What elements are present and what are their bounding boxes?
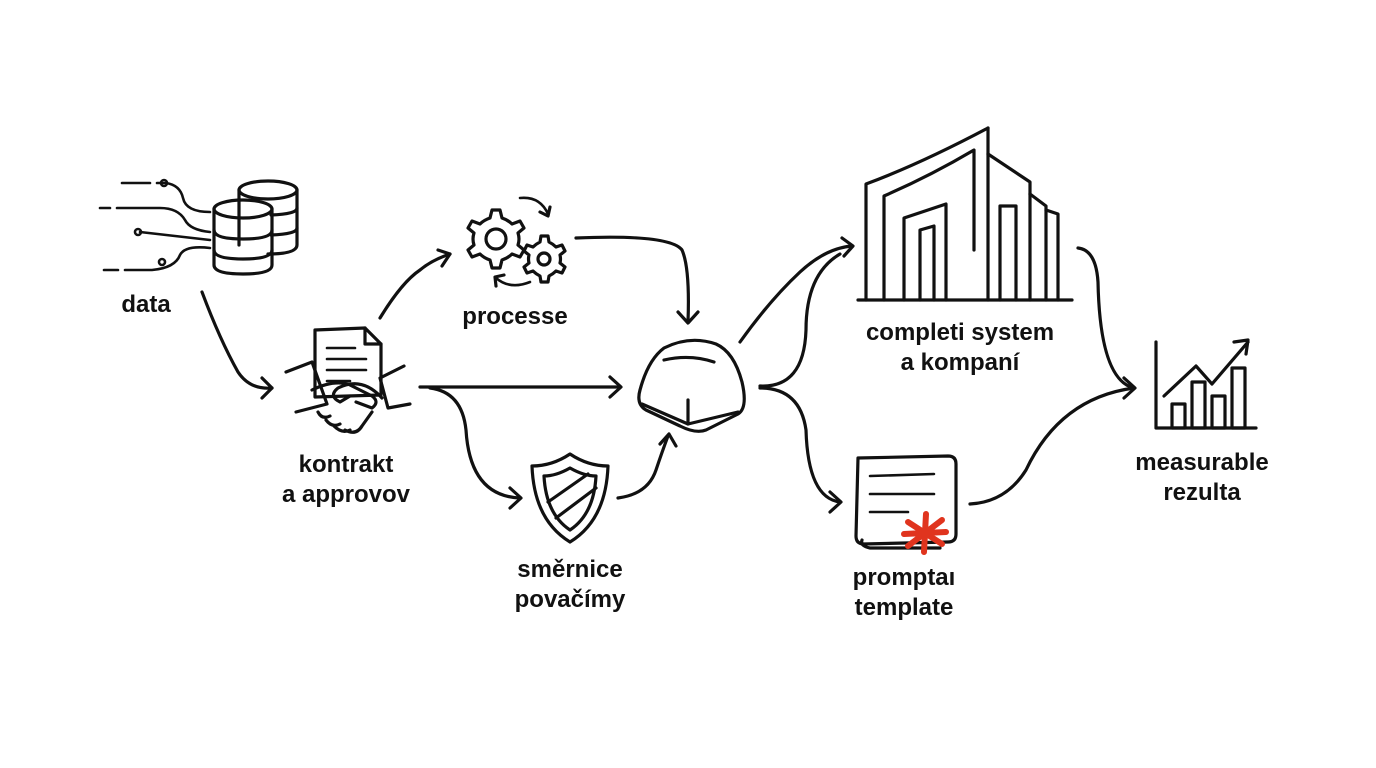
arrow-contract-to-processes bbox=[378, 252, 452, 320]
arrow-system-to-results bbox=[1076, 246, 1136, 390]
handshake-document-icon bbox=[284, 326, 412, 434]
label-prompt-line1: promptaı bbox=[852, 564, 956, 591]
key-block-icon bbox=[637, 338, 746, 433]
bar-chart-icon bbox=[1154, 338, 1258, 430]
database-icon bbox=[98, 178, 299, 276]
label-results-line2: rezulta bbox=[1163, 479, 1241, 506]
label-system-line2: a kompaní bbox=[900, 349, 1020, 376]
label-processes: processe bbox=[440, 302, 590, 332]
arrow-core-to-system bbox=[738, 244, 854, 344]
label-processes-text: processe bbox=[462, 303, 568, 330]
label-data: data bbox=[106, 290, 186, 320]
label-contract: kontrakt a approvov bbox=[256, 450, 436, 510]
connectors bbox=[200, 235, 1137, 514]
label-guidelines-line2: povačímy bbox=[514, 586, 626, 613]
arrow-data-to-contract bbox=[200, 290, 274, 390]
label-data-text: data bbox=[121, 291, 171, 318]
arrow-processes-to-core bbox=[574, 235, 690, 324]
label-contract-line1: kontrakt bbox=[298, 451, 394, 478]
asterisk-seal-icon bbox=[901, 511, 949, 555]
label-results: measurable rezulta bbox=[1118, 448, 1286, 508]
arrow-guidelines-to-core bbox=[616, 434, 670, 500]
arrow-prompt-to-results bbox=[968, 386, 1136, 506]
arrow-core-branch bbox=[758, 252, 842, 388]
label-guidelines: směrnice povačímy bbox=[490, 555, 650, 615]
label-system-line1: completi system bbox=[865, 319, 1055, 346]
label-results-line1: measurable bbox=[1135, 449, 1269, 476]
arrow-core-to-prompt bbox=[758, 386, 842, 504]
building-icon bbox=[856, 126, 1074, 302]
gears-icon bbox=[466, 196, 567, 288]
label-guidelines-line1: směrnice bbox=[517, 556, 623, 583]
arrow-contract-to-guidelines bbox=[428, 386, 522, 500]
label-prompt: promptaı template bbox=[838, 563, 970, 623]
certificate-icon bbox=[854, 454, 958, 555]
label-prompt-line2: template bbox=[854, 594, 954, 621]
label-contract-line2: a approvov bbox=[281, 481, 411, 508]
label-system: completi system a kompaní bbox=[842, 318, 1078, 378]
shield-icon bbox=[530, 452, 610, 544]
